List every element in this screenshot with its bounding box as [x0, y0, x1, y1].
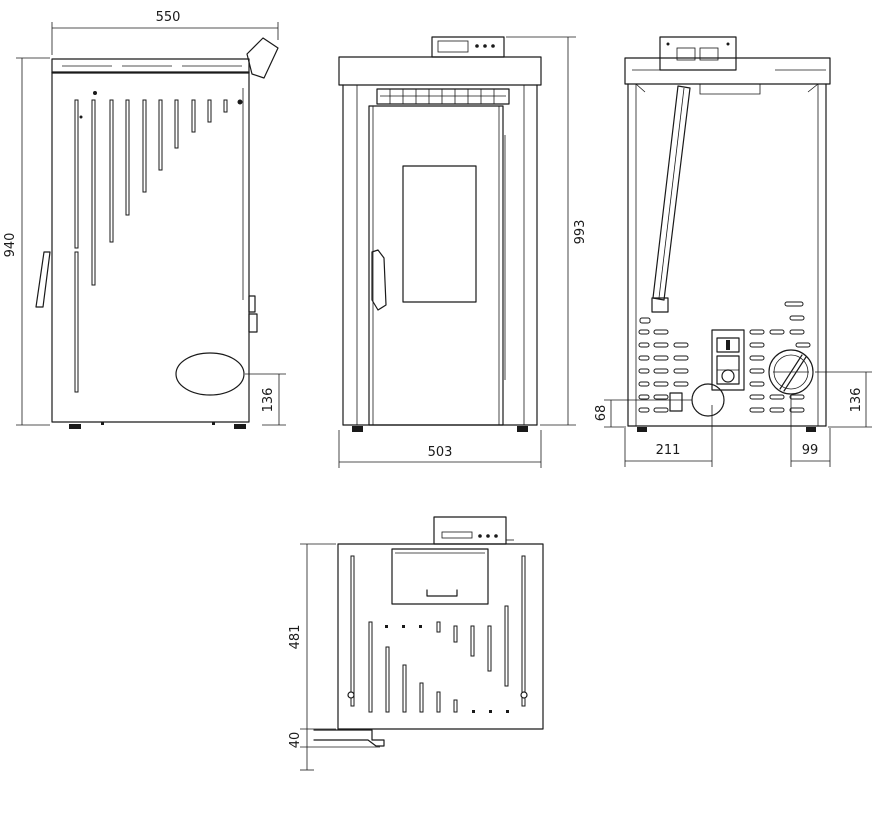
- top-door-handle: [313, 729, 385, 747]
- dim-front-width: 503: [428, 445, 453, 460]
- top-view: [300, 516, 544, 771]
- dim-top-depth: 481: [288, 625, 303, 650]
- hopper-lid: [246, 37, 279, 79]
- front-view: [338, 36, 576, 468]
- front-door: [368, 105, 504, 426]
- side-view: [16, 22, 286, 429]
- dim-side-height: 940: [3, 233, 18, 258]
- back-view: [604, 36, 872, 467]
- back-exhaust-pipe: [691, 383, 725, 417]
- back-fan: [768, 349, 814, 395]
- side-top-lid: [51, 58, 250, 74]
- dim-top-extra: 40: [288, 732, 303, 749]
- side-handle: [35, 251, 51, 308]
- front-glass-window: [402, 165, 477, 303]
- side-body: [51, 71, 250, 423]
- top-control-panel: [433, 516, 507, 545]
- front-top-cover: [338, 56, 542, 86]
- dim-back-height-left: 68: [594, 405, 609, 422]
- front-door-handle: [371, 249, 387, 311]
- dim-side-opening: 136: [261, 388, 276, 413]
- top-hopper-handle: [426, 589, 458, 597]
- dim-back-height-right: 136: [849, 388, 864, 413]
- dim-front-height: 993: [573, 220, 588, 245]
- back-auger-tube: [651, 85, 691, 313]
- side-connector: [248, 313, 258, 333]
- dim-back-offset-right: 99: [802, 443, 819, 458]
- side-vent-slots: [74, 91, 243, 393]
- back-top-cover: [624, 57, 831, 85]
- top-body: [337, 543, 544, 730]
- top-vent-slots: [347, 555, 528, 713]
- top-hopper-lid: [391, 548, 489, 605]
- front-top-grille: [376, 88, 510, 105]
- back-vent-slots: [638, 301, 811, 413]
- side-air-intake: [175, 352, 245, 396]
- back-control-box: [659, 36, 737, 71]
- dim-back-offset-left: 211: [656, 443, 681, 458]
- back-motor-assembly: [711, 329, 745, 391]
- dim-side-width: 550: [156, 10, 181, 25]
